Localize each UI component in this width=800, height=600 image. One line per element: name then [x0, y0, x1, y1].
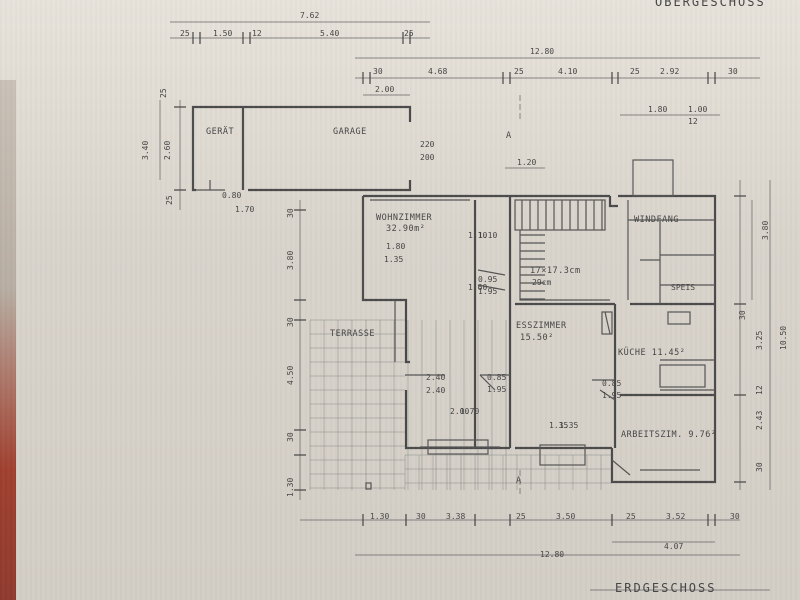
room-label-arbeitszimmer: ARBEITSZIM. 9.76²	[621, 430, 717, 440]
dimension-label: 2.00	[375, 85, 394, 94]
room-label-kueche: KÜCHE 11.45²	[618, 347, 685, 358]
dimension-label: 200	[420, 153, 435, 162]
dimension-label: 1.30	[286, 478, 295, 497]
heading-obergeschoss: OBERGESCHOSS	[655, 0, 766, 9]
dimension-label: 0.85	[487, 373, 506, 382]
stair-unit: 29cm	[532, 278, 551, 287]
dimension-label: 30	[416, 512, 426, 521]
dimension-label: 220	[420, 140, 435, 149]
room-area-esszimmer: 15.50²	[520, 333, 554, 343]
house-walls	[361, 159, 717, 484]
dimension-label: 0.80	[222, 191, 241, 200]
dimension-label: 30	[738, 310, 747, 320]
dimension-label: 1.50	[213, 29, 232, 38]
heading-erdgeschoss: ERDGESCHOSS	[615, 581, 716, 595]
dimension-label: 12	[688, 117, 698, 126]
dimension-label: 1.30	[370, 512, 389, 521]
dimension-lines	[159, 21, 771, 591]
dimension-label: 30	[286, 208, 295, 218]
dimension-label: 0.85	[602, 379, 621, 388]
dimension-label: 12.80	[540, 550, 564, 559]
dimension-label: 25	[516, 512, 526, 521]
openings	[365, 300, 706, 490]
dimension-label: 1.95	[478, 287, 497, 296]
dimension-label: 2.60	[163, 141, 172, 160]
dimension-label: 25	[630, 67, 640, 76]
dimension-label: 2.40	[426, 386, 445, 395]
dimension-label: 1.80	[648, 105, 667, 114]
dimension-label: 25	[514, 67, 524, 76]
dimension-label: 4.07	[664, 542, 683, 551]
dimension-label: 1.35	[559, 421, 578, 430]
dimension-label: 3.80	[286, 251, 295, 270]
dimension-label: 3.80	[761, 221, 770, 240]
dimension-label: 1.00	[688, 105, 707, 114]
dimension-label: 25	[404, 29, 414, 38]
dimension-label: 3.38	[446, 512, 465, 521]
garage-block	[191, 105, 412, 192]
tablecloth-edge	[0, 80, 16, 600]
section-label-top: A	[506, 131, 512, 141]
dimension-label: 4.10	[558, 67, 577, 76]
dimension-label: 30	[286, 432, 295, 442]
dimension-labels: 7.62 25 1.50 12 5.40 25 12.80 30 4.68 25 4.10 25 2.9…	[141, 11, 788, 559]
room-label-geraet: GERÄT	[206, 126, 234, 137]
dimension-label: 2.43	[755, 411, 764, 430]
room-labels: GERÄT GARAGE WOHNZIMMER 32.90m² TERRASSE…	[206, 126, 717, 486]
dimension-label: 5.40	[320, 29, 339, 38]
dimension-label: 2.00	[450, 407, 469, 416]
dimension-label: 12	[755, 385, 764, 395]
dimension-label: 4.68	[428, 67, 447, 76]
dimension-label: 3.25	[755, 331, 764, 350]
room-label-garage: GARAGE	[333, 127, 367, 137]
dimension-label: 25	[159, 88, 168, 98]
dimension-label: 30	[755, 462, 764, 472]
dimension-label: 30	[373, 67, 383, 76]
dimension-label: 30	[286, 317, 295, 327]
section-label-bottom: A	[516, 476, 522, 486]
dimension-label: 1.80	[386, 242, 405, 251]
terrace-tile-grid	[309, 319, 612, 490]
dimension-label: 1.10	[468, 231, 487, 240]
room-label-speis: SPEIS	[671, 283, 695, 292]
dimension-label: 30	[728, 67, 738, 76]
dimension-label: 25	[180, 29, 190, 38]
dimension-label: 1.95	[487, 385, 506, 394]
dimension-label: 12.80	[530, 47, 554, 56]
dimension-label: 4.50	[286, 366, 295, 385]
dimension-label: 3.50	[556, 512, 575, 521]
dimension-label: 12	[252, 29, 262, 38]
dimension-label: 1.35	[549, 421, 568, 430]
dimension-label: 0.95	[478, 275, 497, 284]
dimension-label: 3.40	[141, 141, 150, 160]
room-label-windfang: WINDFANG	[634, 215, 679, 225]
dimension-label: 30	[730, 512, 740, 521]
dimension-label: 25	[626, 512, 636, 521]
dimension-label: 10.50	[779, 326, 788, 350]
dimension-label: 1.70	[235, 205, 254, 214]
dimension-label: 25	[165, 195, 174, 205]
room-label-esszimmer: ESSZIMMER	[516, 321, 567, 331]
dimension-label: 1.10	[478, 231, 497, 240]
dimension-label: 2.92	[660, 67, 679, 76]
stair-spec: 17×17.3cm	[530, 266, 581, 276]
room-label-terrasse: TERRASSE	[330, 329, 375, 339]
dimension-label: 1.95	[602, 391, 621, 400]
dimension-label: 1.60	[468, 283, 487, 292]
staircase	[477, 199, 610, 301]
room-label-wohnzimmer: WOHNZIMMER	[376, 213, 433, 223]
dimension-label: 3.52	[666, 512, 685, 521]
dimension-label: 1.35	[384, 255, 403, 264]
dimension-label: 1.20	[517, 158, 536, 167]
room-area-wohnzimmer: 32.90m²	[386, 224, 425, 234]
dimension-label: 1.70	[460, 407, 479, 416]
dimension-label: 7.62	[300, 11, 319, 20]
dimension-label: 2.40	[426, 373, 445, 382]
